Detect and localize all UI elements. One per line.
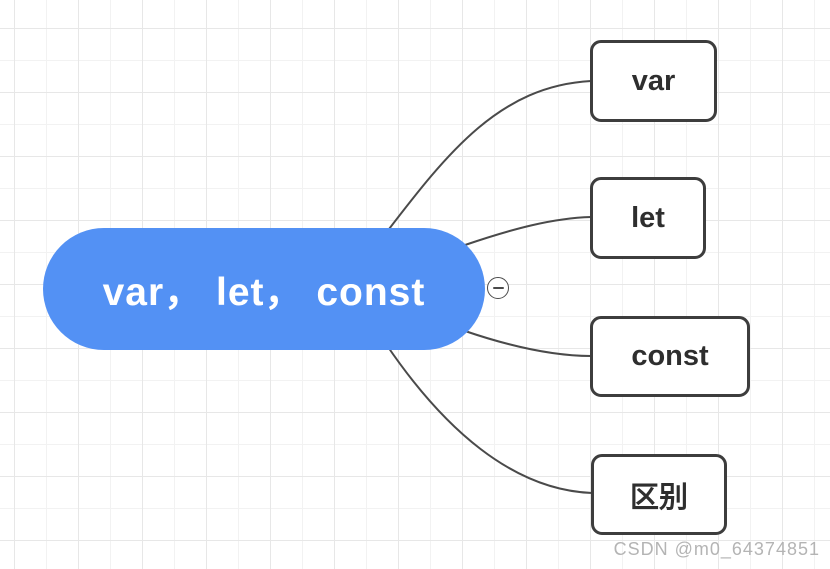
child-node-label: var: [631, 64, 676, 97]
minus-icon: [492, 287, 504, 289]
child-node-let[interactable]: let: [590, 177, 706, 259]
child-node-label: 区别: [629, 481, 688, 514]
child-node-label: const: [631, 340, 709, 372]
connector-to-const: [464, 330, 592, 357]
child-node-var[interactable]: var: [590, 40, 717, 122]
watermark: CSDN @m0_64374851: [613, 539, 820, 559]
connector-to-var: [385, 80, 592, 234]
child-node-label: let: [631, 201, 665, 234]
root-node-label: var， let， const: [102, 271, 426, 314]
collapse-button[interactable]: [487, 277, 509, 299]
root-node[interactable]: var， let， const: [43, 228, 485, 350]
connector-to-qubie: [385, 343, 593, 494]
child-node-const[interactable]: const: [590, 316, 750, 397]
connector-to-let: [464, 216, 592, 246]
child-node-qubie[interactable]: 区别: [591, 454, 727, 535]
